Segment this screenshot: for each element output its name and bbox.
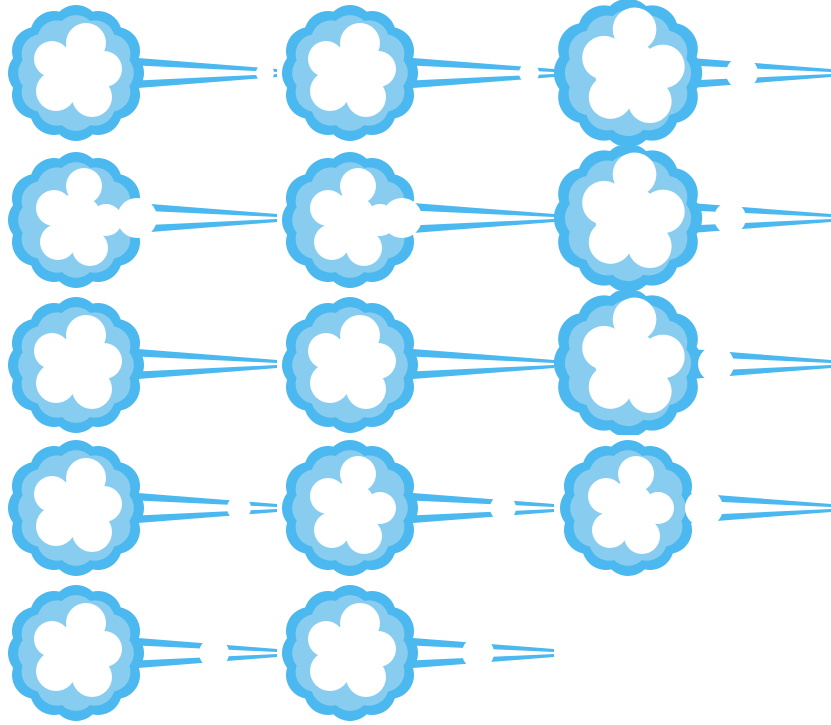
sprite-frame-4 bbox=[0, 145, 277, 290]
cloud-burst-icon bbox=[554, 290, 831, 435]
trail-streak-upper bbox=[400, 492, 554, 507]
cloud-core bbox=[310, 456, 396, 554]
trail-streak-lower bbox=[126, 509, 277, 524]
trail-streak-upper bbox=[126, 202, 277, 217]
cloud-burst-icon bbox=[282, 297, 554, 433]
trail-streak-upper bbox=[126, 348, 277, 363]
cloud-burst-icon bbox=[554, 145, 831, 290]
cloud-burst-icon bbox=[554, 0, 831, 145]
trail-streaks bbox=[400, 492, 554, 524]
projectile-ball bbox=[256, 64, 274, 82]
cloud-core bbox=[36, 168, 122, 266]
cloud-core bbox=[308, 23, 396, 117]
trail-streaks bbox=[400, 57, 554, 89]
trail-streak-lower bbox=[126, 74, 277, 89]
sprite-frame-12 bbox=[554, 435, 831, 580]
trail-streaks bbox=[126, 348, 277, 380]
cloud-burst-icon bbox=[282, 5, 554, 141]
trail-streak-upper bbox=[678, 202, 831, 217]
cloud-core bbox=[582, 152, 685, 269]
trail-streaks bbox=[400, 348, 554, 380]
trail-streaks bbox=[126, 57, 277, 89]
trail-streak-upper bbox=[126, 492, 277, 507]
sprite-frame-5 bbox=[277, 145, 554, 290]
sprite-frame-9 bbox=[554, 290, 831, 435]
cloud-burst-icon bbox=[560, 440, 831, 576]
cloud-burst-icon bbox=[282, 440, 554, 576]
projectile-ball bbox=[726, 57, 758, 89]
cloud-burst-icon bbox=[8, 585, 277, 721]
trail-streaks bbox=[126, 637, 277, 669]
projectile-ball bbox=[714, 202, 746, 234]
projectile-ball bbox=[382, 198, 422, 238]
cloud-burst-icon bbox=[282, 152, 554, 288]
sprite-frame-3 bbox=[554, 0, 831, 145]
trail-streak-lower bbox=[126, 654, 277, 669]
sprite-frame-2 bbox=[277, 0, 554, 145]
sprite-frame-10 bbox=[0, 435, 277, 580]
trail-streak-lower bbox=[126, 365, 277, 380]
cloud-burst-icon bbox=[8, 5, 277, 141]
cloud-burst-icon bbox=[8, 440, 277, 576]
trail-streak-upper bbox=[400, 57, 554, 72]
projectile-ball bbox=[117, 198, 157, 238]
trail-streak-lower bbox=[400, 219, 554, 234]
projectile-ball bbox=[519, 63, 539, 83]
projectile-ball bbox=[685, 489, 723, 527]
sprite-frame-7 bbox=[0, 290, 277, 435]
sprite-frame-13 bbox=[0, 580, 277, 725]
projectile-ball bbox=[227, 496, 251, 520]
cloud-core bbox=[588, 456, 674, 554]
projectile-ball bbox=[462, 637, 494, 669]
projectile-ball bbox=[199, 638, 229, 668]
trail-streak-lower bbox=[400, 74, 554, 89]
projectile-ball bbox=[490, 495, 516, 521]
cloud-core bbox=[34, 315, 122, 409]
cloud-core bbox=[308, 603, 396, 697]
sprite-frame-14 bbox=[277, 580, 554, 725]
trail-streak-lower bbox=[400, 365, 554, 380]
cloud-core bbox=[582, 297, 685, 414]
trail-streak-upper bbox=[400, 202, 554, 217]
cloud-core bbox=[34, 23, 122, 117]
trail-streak-lower bbox=[126, 219, 277, 234]
cloud-burst-icon bbox=[8, 297, 277, 433]
cloud-core bbox=[34, 458, 122, 552]
trail-streaks bbox=[678, 202, 831, 234]
cloud-core bbox=[582, 7, 685, 124]
trail-streak-lower bbox=[400, 509, 554, 524]
cloud-burst-icon bbox=[282, 585, 554, 721]
cloud-core bbox=[308, 315, 396, 409]
sprite-frame-11 bbox=[277, 435, 554, 580]
trail-streak-lower bbox=[678, 219, 831, 234]
trail-streak-upper bbox=[126, 57, 277, 72]
cloud-core bbox=[34, 603, 122, 697]
trail-streak-upper bbox=[400, 348, 554, 363]
cloud-core bbox=[310, 168, 396, 266]
trail-streaks bbox=[126, 202, 277, 234]
trail-streak-upper bbox=[126, 637, 277, 652]
cloud-burst-icon bbox=[8, 152, 277, 288]
projectile-ball bbox=[698, 346, 734, 382]
trail-streaks bbox=[126, 492, 277, 524]
sprite-frame-8 bbox=[277, 290, 554, 435]
trail-streaks bbox=[400, 202, 554, 234]
sprite-frame-1 bbox=[0, 0, 277, 145]
sprite-frame-6 bbox=[554, 145, 831, 290]
